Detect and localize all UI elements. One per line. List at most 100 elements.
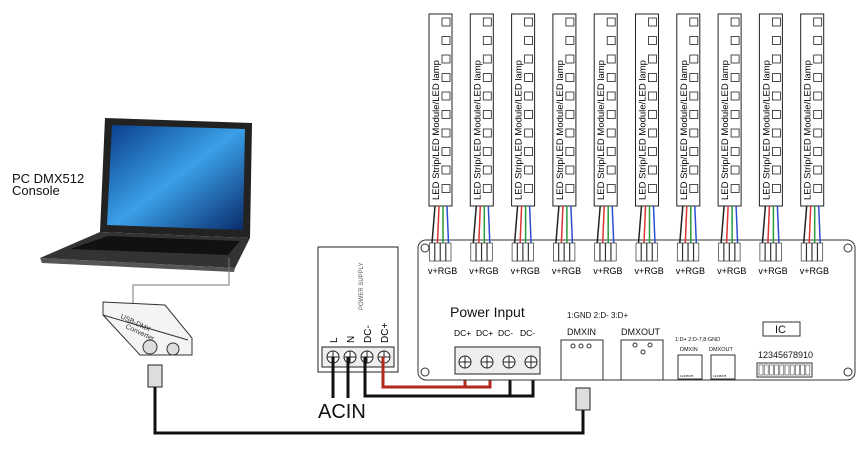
output-terminal[interactable] (800, 242, 807, 262)
dip-switch-key[interactable] (789, 364, 795, 376)
led-chip (524, 36, 533, 45)
led-chip (813, 128, 823, 138)
rj45-out-port[interactable] (710, 354, 736, 380)
output-terminal[interactable] (723, 242, 730, 262)
output-terminal[interactable] (440, 242, 446, 262)
output-terminal[interactable] (434, 242, 441, 262)
led-chip (565, 165, 575, 175)
led-chip (689, 73, 699, 82)
output-terminal[interactable] (687, 242, 694, 262)
output-terminal[interactable] (558, 242, 565, 262)
output-terminal[interactable] (652, 242, 658, 262)
led-chip (689, 184, 699, 193)
output-label: v+RGB (676, 266, 705, 276)
led-chip (813, 73, 823, 82)
output-terminal[interactable] (486, 242, 493, 262)
led-strip-label: LED Strip/LED Module/LED lamp (472, 60, 483, 200)
output-terminal[interactable] (517, 242, 523, 262)
output-terminal[interactable] (759, 242, 766, 262)
output-terminal[interactable] (553, 242, 559, 262)
screw-icon (481, 356, 493, 368)
output-label: v+RGB (552, 266, 581, 276)
output-terminal[interactable] (610, 242, 617, 262)
strip-wire (513, 205, 519, 244)
output-terminal[interactable] (635, 242, 642, 262)
output-terminal[interactable] (676, 242, 683, 262)
strip-wire (776, 205, 780, 244)
led-chip (772, 147, 781, 156)
output-terminal[interactable] (594, 242, 601, 262)
output-terminal[interactable] (693, 242, 700, 262)
strip-wire (601, 205, 605, 244)
led-strip-label: LED Strip/LED Module/LED lamp (596, 60, 607, 200)
dip-switch-key[interactable] (774, 364, 779, 376)
output-terminal[interactable] (564, 242, 570, 262)
rj45-in-pins: 12345678 (680, 374, 694, 378)
led-chip (813, 165, 823, 175)
pc-label-line1: PC DMX512 (12, 171, 84, 186)
led-chip (689, 165, 699, 175)
output-terminal[interactable] (806, 242, 813, 262)
output-terminal[interactable] (470, 242, 477, 262)
output-terminal[interactable] (605, 242, 612, 262)
output-terminal[interactable] (599, 242, 606, 262)
strip-wire (761, 205, 767, 244)
rj45-in-port[interactable] (677, 354, 703, 380)
strip-wire (555, 205, 560, 244)
dip-switch-key[interactable] (779, 364, 785, 376)
strip-wire (679, 205, 684, 244)
dip-switch-key[interactable] (795, 364, 800, 376)
output-terminal[interactable] (770, 242, 777, 262)
led-chip (730, 54, 740, 64)
output-terminal[interactable] (729, 242, 735, 262)
output-terminal[interactable] (569, 242, 576, 262)
led-chip (606, 17, 616, 27)
output-terminal[interactable] (475, 242, 482, 262)
output-terminal[interactable] (646, 242, 653, 262)
led-strip-label: LED Strip/LED Module/LED lamp (761, 60, 772, 200)
led-chip (441, 54, 451, 64)
output-terminal[interactable] (718, 242, 724, 262)
output-terminal[interactable] (481, 242, 488, 262)
output-terminal[interactable] (528, 242, 534, 262)
output-terminal[interactable] (522, 242, 529, 262)
usb-cable (132, 258, 230, 305)
power-terminal-label: DC+ (476, 328, 493, 338)
led-chip (524, 128, 533, 138)
dmx-in-port[interactable] (560, 339, 604, 381)
dip-switch-key[interactable] (763, 364, 769, 376)
strip-wire (808, 205, 812, 244)
led-chip (730, 184, 740, 193)
led-chip (482, 36, 492, 45)
output-terminal[interactable] (811, 242, 818, 262)
output-terminal[interactable] (734, 242, 741, 262)
dmx-out-label: DMXOUT (621, 327, 660, 337)
output-terminal[interactable] (429, 242, 435, 262)
led-chip (689, 128, 699, 138)
dip-switch-key[interactable] (805, 364, 811, 376)
dip-switch-key[interactable] (784, 364, 790, 376)
output-terminal[interactable] (445, 242, 452, 262)
led-chip (648, 73, 657, 82)
output-terminal[interactable] (641, 242, 647, 262)
led-chip (524, 54, 533, 64)
dip-switch-key[interactable] (758, 364, 764, 376)
dip-switch-key[interactable] (769, 364, 774, 376)
led-chip (524, 91, 533, 101)
dmx-out-port[interactable] (620, 339, 664, 381)
strip-wire (720, 205, 725, 244)
strip-wire (431, 205, 436, 244)
output-terminal[interactable] (776, 242, 782, 262)
output-terminal[interactable] (511, 242, 518, 262)
output-terminal[interactable] (817, 242, 824, 262)
output-terminal[interactable] (682, 242, 689, 262)
output-terminal[interactable] (765, 242, 771, 262)
led-chip (524, 73, 533, 82)
dip-switch-key[interactable] (800, 364, 805, 376)
rj45-out-pins: 12345678 (713, 374, 727, 378)
